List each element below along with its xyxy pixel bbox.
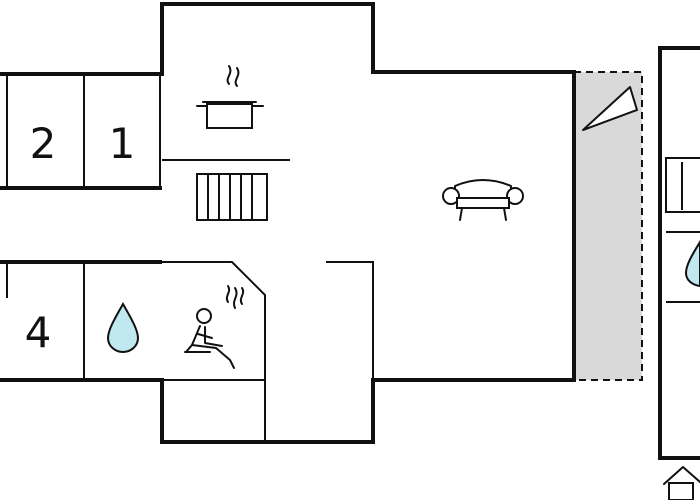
terrace-icon [582, 86, 638, 131]
adjacent-building [658, 46, 700, 460]
interior-walls [6, 74, 374, 442]
room-number-1: 1 [109, 119, 136, 168]
exterior-walls [0, 2, 576, 444]
sofa-icon [442, 179, 524, 221]
stairs-icon [196, 173, 268, 221]
house-icon [663, 466, 700, 500]
room-number-4: 4 [25, 308, 52, 357]
water-drop-icon [106, 301, 140, 354]
cooking-pot-icon [196, 65, 264, 129]
terrace-area [573, 71, 643, 381]
room-number-2: 2 [30, 119, 57, 168]
sauna-icon [184, 285, 245, 369]
